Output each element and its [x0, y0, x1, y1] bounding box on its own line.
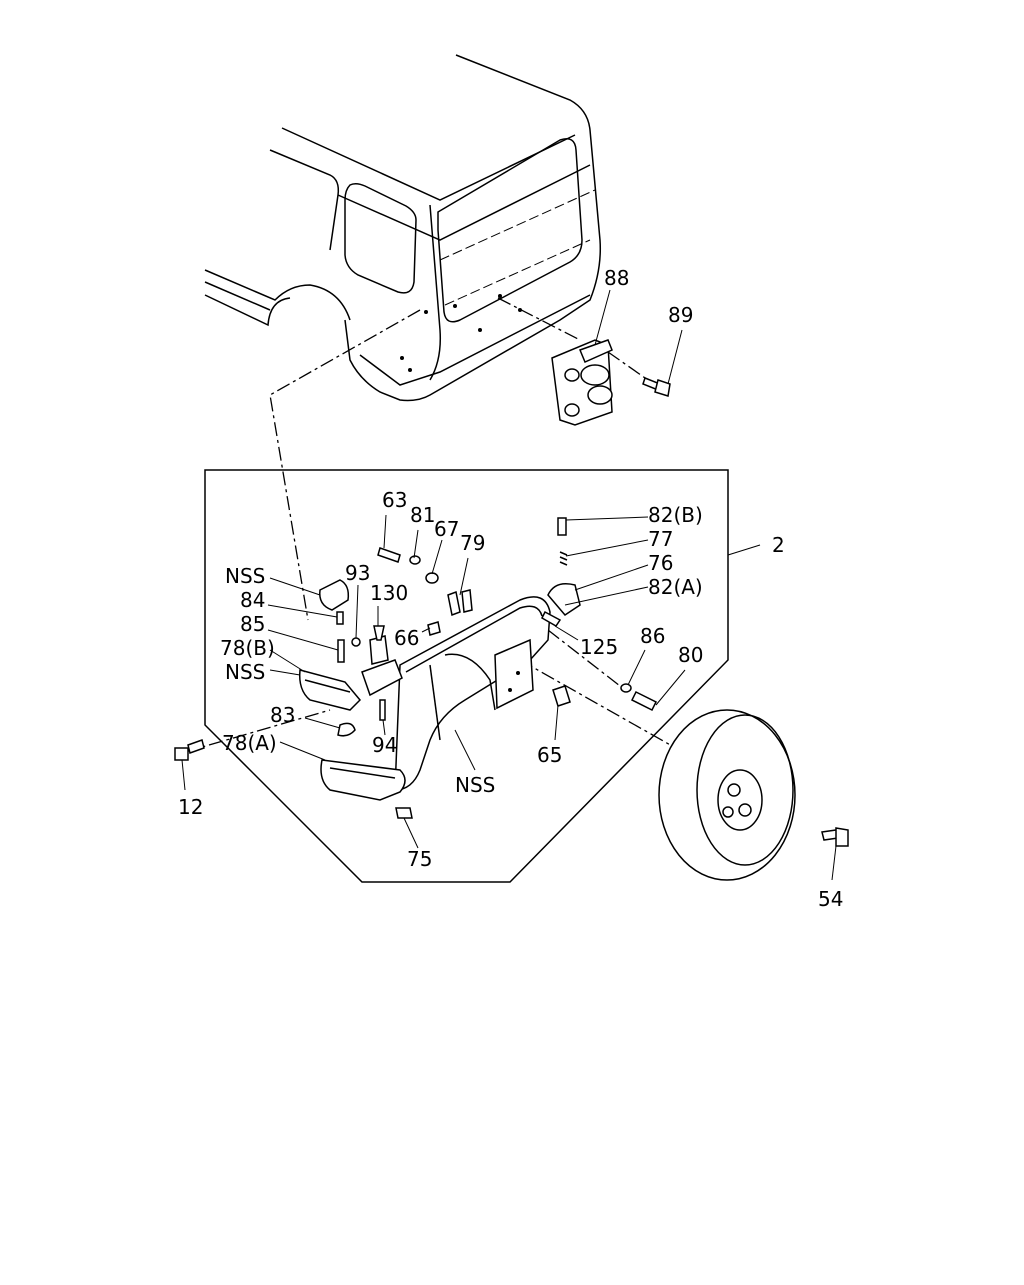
cap-part-nss: [319, 579, 350, 611]
callout-labels: 88 89 63 81 67 79 82(B) 77 76 82(A) 2 NS…: [178, 266, 843, 911]
spare-tire: [658, 709, 796, 881]
label-65: 65: [537, 743, 562, 767]
label-75: 75: [407, 847, 432, 871]
label-nss-cap: NSS: [225, 564, 265, 588]
label-78a: 78(A): [222, 731, 277, 755]
label-2: 2: [772, 533, 785, 557]
carrier-arm-assembly: [361, 596, 551, 791]
label-83: 83: [270, 703, 295, 727]
leader-lines: [181, 289, 837, 881]
label-78b: 78(B): [220, 636, 275, 660]
small-hardware: [174, 517, 658, 819]
label-66: 66: [394, 626, 419, 650]
label-76: 76: [648, 551, 673, 575]
bolt-part-89: [642, 377, 671, 397]
label-85: 85: [240, 612, 265, 636]
hinge-part-78b: [298, 669, 362, 711]
label-nss-arm: NSS: [455, 773, 495, 797]
label-125: 125: [580, 635, 618, 659]
label-94: 94: [372, 733, 397, 757]
label-93: 93: [345, 561, 370, 585]
label-67: 67: [434, 517, 459, 541]
label-63: 63: [382, 488, 407, 512]
label-130: 130: [370, 581, 408, 605]
label-79: 79: [460, 531, 485, 555]
label-77: 77: [648, 527, 673, 551]
label-12: 12: [178, 795, 203, 819]
label-86: 86: [640, 624, 665, 648]
label-84: 84: [240, 588, 265, 612]
vehicle-body: [204, 54, 602, 402]
label-82a: 82(A): [648, 575, 703, 599]
label-nss-hinge: NSS: [225, 660, 265, 684]
nut-part-54: [821, 827, 849, 847]
bracket-part-88: [551, 339, 613, 426]
hinge-part-78a: [320, 759, 406, 801]
label-54: 54: [818, 887, 843, 911]
label-81: 81: [410, 503, 435, 527]
label-88: 88: [604, 266, 629, 290]
label-80: 80: [678, 643, 703, 667]
label-82b: 82(B): [648, 503, 703, 527]
label-89: 89: [668, 303, 693, 327]
assembly-frame: [204, 469, 729, 883]
